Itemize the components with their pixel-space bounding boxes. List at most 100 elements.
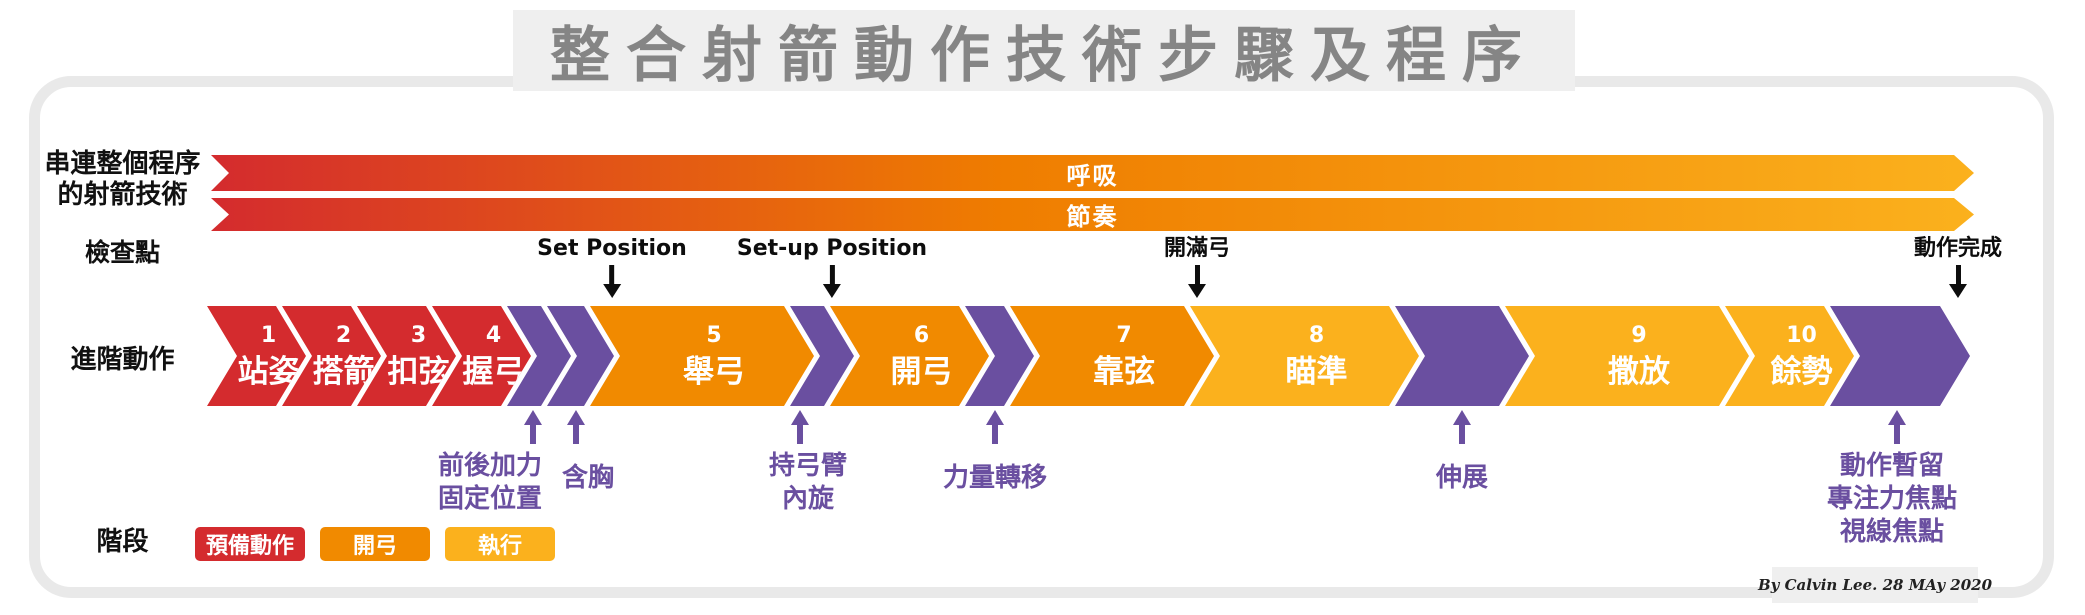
- annotation-label-line: 專注力焦點: [1826, 484, 1958, 514]
- step-label: 站姿: [237, 353, 300, 390]
- annotation-marker: 前後加力固定位置: [438, 410, 585, 516]
- annotation-label-line: 前後加力: [437, 451, 543, 481]
- arrow-up-shaft: [796, 425, 803, 444]
- arrow-down-head: [1187, 284, 1206, 298]
- flow-bar-label: 呼吸: [1066, 161, 1119, 190]
- arrow-up-head: [790, 410, 809, 425]
- annotation-label-line: 伸展: [1435, 463, 1489, 493]
- arrow-up-shaft: [529, 425, 536, 444]
- annotation-marker: 動作暫留專注力焦點視線焦點: [1827, 410, 1962, 549]
- arrow-down-head: [822, 284, 841, 298]
- arrow-down-shaft: [1194, 265, 1200, 284]
- annotation-label: 含胸: [562, 462, 614, 495]
- step-number: 3: [410, 322, 427, 348]
- checkpoint-label: 開滿弓: [1163, 236, 1231, 261]
- step-label: 舉弓: [683, 353, 745, 390]
- arrow-up-head: [523, 410, 542, 425]
- arrow-up-shaft: [572, 425, 579, 444]
- annotation-label-line: 力量轉移: [942, 463, 1048, 493]
- step-number: 9: [1631, 322, 1647, 348]
- checkpoint-label: Set-up Position: [736, 236, 928, 261]
- row-label-progression: 進階動作: [70, 345, 175, 375]
- annotation-label-line: 視線焦點: [1839, 517, 1945, 547]
- arrow-up-icon: [1452, 410, 1471, 444]
- arrow-up-head: [566, 410, 585, 425]
- arrow-down-shaft: [1955, 265, 1961, 284]
- annotation-marker: 含胸: [550, 410, 614, 495]
- row-label-checkpoints: 檢查點: [84, 238, 160, 267]
- annotation-label: 動作暫留專注力焦點視線焦點: [1827, 450, 1957, 549]
- arrow-up-icon: [523, 410, 542, 444]
- step-label: 搭箭: [312, 353, 375, 390]
- step-number: 2: [335, 322, 352, 348]
- step-label: 扣弦: [387, 353, 450, 390]
- credit-text: By Calvin Lee. 28 MAy 2020: [1758, 576, 1993, 594]
- arrow-up-icon: [985, 410, 1004, 444]
- step-label: 瞄準: [1285, 353, 1348, 390]
- arrow-up-icon: [1887, 410, 1906, 444]
- arrow-up-shaft: [1893, 425, 1900, 444]
- annotation-label-line: 內旋: [781, 484, 835, 514]
- annotation-marker: 伸展: [1436, 410, 1488, 495]
- annotation-label: 伸展: [1436, 462, 1488, 495]
- legend-chip-exec: 執行: [445, 527, 555, 561]
- arrow-down-icon: [603, 265, 621, 298]
- annotation-marker: 持弓臂內旋: [761, 410, 847, 516]
- flow-bar: 節奏: [211, 198, 1974, 231]
- checkpoint-marker: 開滿弓: [1164, 236, 1230, 298]
- arrow-up-icon: [566, 410, 585, 444]
- arrow-down-icon: [1948, 265, 1967, 298]
- step-label: 開弓: [890, 353, 953, 390]
- arrow-down-shaft: [609, 265, 615, 284]
- step-label: 靠弦: [1093, 353, 1155, 390]
- annotation-label-line: 持弓臂: [768, 451, 848, 481]
- arrow-up-shaft: [1458, 425, 1465, 444]
- checkpoint-marker: Set Position: [537, 236, 687, 298]
- arrow-down-icon: [1187, 265, 1206, 298]
- checkpoint-label: Set Position: [537, 236, 687, 261]
- arrow-down-icon: [822, 265, 841, 298]
- title-box: 整合射箭動作技術步驟及程序: [513, 10, 1575, 91]
- checkpoint-marker: 動作完成: [1914, 236, 2002, 298]
- annotation-label-line: 動作暫留: [1839, 451, 1945, 481]
- step-number: 6: [913, 322, 930, 348]
- arrow-up-head: [985, 410, 1004, 425]
- page-title: 整合射箭動作技術步驟及程序: [550, 21, 1538, 91]
- annotation-label: 持弓臂內旋: [769, 450, 847, 516]
- arrow-up-shaft: [991, 425, 998, 444]
- checkpoint-marker: Set-up Position: [737, 236, 927, 298]
- annotation-label: 前後加力固定位置: [438, 450, 542, 516]
- arrow-down-head: [1948, 284, 1967, 298]
- arrow-up-head: [1887, 410, 1906, 425]
- step-number: 8: [1308, 322, 1325, 348]
- step-number: 10: [1786, 322, 1817, 348]
- step-label: 握弓: [462, 353, 525, 390]
- row-label-techniques-line1: 串連整個程序: [44, 149, 201, 179]
- credit-box: By Calvin Lee. 28 MAy 2020: [1758, 567, 1992, 603]
- step-number: 1: [260, 322, 277, 348]
- legend-chip-draw: 開弓: [320, 527, 430, 561]
- arrow-up-head: [1452, 410, 1471, 425]
- annotation-label: 力量轉移: [943, 462, 1047, 495]
- arrow-up-icon: [790, 410, 809, 444]
- stage-legend: 預備動作開弓執行: [195, 527, 555, 561]
- row-label-techniques: 串連整個程序 的射箭技術: [30, 149, 215, 211]
- step-label: 餘勢: [1770, 353, 1833, 390]
- flow-bar-label: 節奏: [1066, 203, 1119, 231]
- row-label-stages: 階段: [96, 527, 149, 557]
- checkpoint-label: 動作完成: [1913, 236, 2003, 261]
- arrow-down-shaft: [829, 265, 835, 284]
- legend-chip-prep: 預備動作: [195, 527, 305, 561]
- annotation-label-line: 固定位置: [437, 484, 543, 514]
- annotation-label-line: 含胸: [561, 463, 615, 493]
- row-label-techniques-line2: 的射箭技術: [57, 180, 188, 210]
- annotation-marker: 力量轉移: [943, 410, 1047, 495]
- step-chevron: 8 瞄準: [1190, 306, 1419, 406]
- arrow-down-head: [603, 284, 621, 298]
- step-number: 4: [485, 322, 502, 348]
